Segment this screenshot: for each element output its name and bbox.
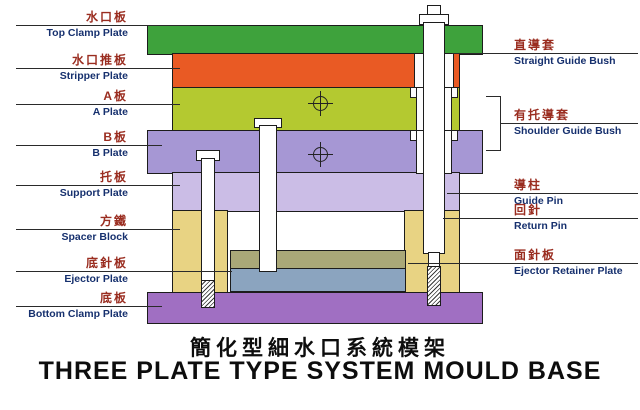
label-stripper-plate: 水口推板 Stripper Plate — [16, 53, 128, 83]
leader-shoulder-guide-bush — [501, 123, 514, 124]
label-bottom-clamp-plate-cn: 底板 — [16, 291, 128, 307]
label-ejector-retainer-plate-cn: 面針板 — [514, 248, 638, 264]
support-plate — [172, 172, 460, 212]
label-top-clamp-plate-cn: 水口板 — [16, 10, 128, 26]
sprue-puller-pin-shaft — [259, 125, 277, 272]
puller-bolt-shaft — [201, 158, 215, 283]
leader-top-clamp-plate — [128, 25, 190, 26]
label-straight-guide-bush: 直導套 Straight Guide Bush — [514, 38, 638, 68]
diagram-title-english: THREE PLATE TYPE SYSTEM MOULD BASE — [38, 357, 602, 385]
label-spacer-block-cn: 方鐵 — [16, 214, 128, 230]
label-top-clamp-plate-en: Top Clamp Plate — [46, 27, 128, 39]
leader-stripper-plate — [128, 68, 180, 69]
label-bottom-clamp-plate-en: Bottom Clamp Plate — [28, 308, 128, 320]
leader-b-plate — [128, 145, 162, 146]
label-spacer-block: 方鐵 Spacer Block — [16, 214, 128, 244]
guide-pin-shaft — [423, 22, 445, 254]
leader-straight-guide-bush — [452, 53, 514, 54]
label-spacer-block-en: Spacer Block — [61, 231, 128, 243]
leader-support-plate — [128, 185, 180, 186]
label-straight-guide-bush-en: Straight Guide Bush — [514, 55, 616, 67]
bracket-stub-bottom — [486, 150, 501, 151]
label-a-plate: A板 A Plate — [16, 89, 128, 119]
label-b-plate-en: B Plate — [92, 147, 128, 159]
label-guide-pin-cn: 導柱 — [514, 178, 638, 194]
label-ejector-plate: 底針板 Ejector Plate — [16, 256, 128, 286]
crosshair-icon — [308, 91, 333, 116]
label-shoulder-guide-bush-cn: 有托導套 — [514, 108, 638, 124]
label-top-clamp-plate: 水口板 Top Clamp Plate — [16, 10, 128, 40]
bracket-stub-top — [486, 96, 501, 97]
label-b-plate-cn: B板 — [16, 130, 128, 146]
label-shoulder-guide-bush: 有托導套 Shoulder Guide Bush — [514, 108, 638, 138]
label-ejector-plate-cn: 底針板 — [16, 256, 128, 272]
label-a-plate-en: A Plate — [92, 106, 128, 118]
label-stripper-plate-en: Stripper Plate — [59, 70, 128, 82]
label-support-plate: 托板 Support Plate — [16, 170, 128, 200]
bracket-shoulder-guide-bush — [500, 96, 501, 150]
label-guide-pin: 導柱 Guide Pin — [514, 178, 638, 208]
ejector-retainer-plate — [230, 250, 406, 270]
label-stripper-plate-cn: 水口推板 — [16, 53, 128, 69]
label-support-plate-en: Support Plate — [59, 187, 128, 199]
label-ejector-retainer-plate-en: Ejector Retainer Plate — [514, 265, 623, 277]
label-a-plate-cn: A板 — [16, 89, 128, 105]
leader-return-pin — [443, 218, 514, 219]
label-return-pin: 回針 Return Pin — [514, 203, 638, 233]
leader-spacer-block — [128, 229, 180, 230]
diagram-title-chinese: 簡化型細水口系統模架 — [190, 337, 450, 360]
leader-a-plate — [128, 104, 180, 105]
label-straight-guide-bush-cn: 直導套 — [514, 38, 638, 54]
leader-ejector-plate — [128, 271, 232, 272]
label-guide-pin-en: Guide Pin — [514, 195, 564, 207]
stripper-plate — [172, 53, 460, 89]
return-pin-threads — [427, 266, 441, 306]
label-b-plate: B板 B Plate — [16, 130, 128, 160]
label-return-pin-cn: 回針 — [514, 203, 638, 219]
ejector-plate — [230, 268, 406, 292]
crosshair-icon — [308, 142, 333, 167]
leader-bottom-clamp-plate — [128, 306, 162, 307]
leader-guide-pin — [447, 193, 514, 194]
label-shoulder-guide-bush-en: Shoulder Guide Bush — [514, 125, 622, 137]
label-return-pin-en: Return Pin — [514, 220, 568, 232]
leader-ejector-retainer-plate — [408, 263, 514, 264]
puller-bolt-threads — [201, 280, 215, 308]
spacer-block-left — [172, 210, 228, 294]
label-ejector-retainer-plate: 面針板 Ejector Retainer Plate — [514, 248, 638, 278]
label-ejector-plate-en: Ejector Plate — [64, 273, 128, 285]
label-bottom-clamp-plate: 底板 Bottom Clamp Plate — [16, 291, 128, 321]
label-support-plate-cn: 托板 — [16, 170, 128, 186]
